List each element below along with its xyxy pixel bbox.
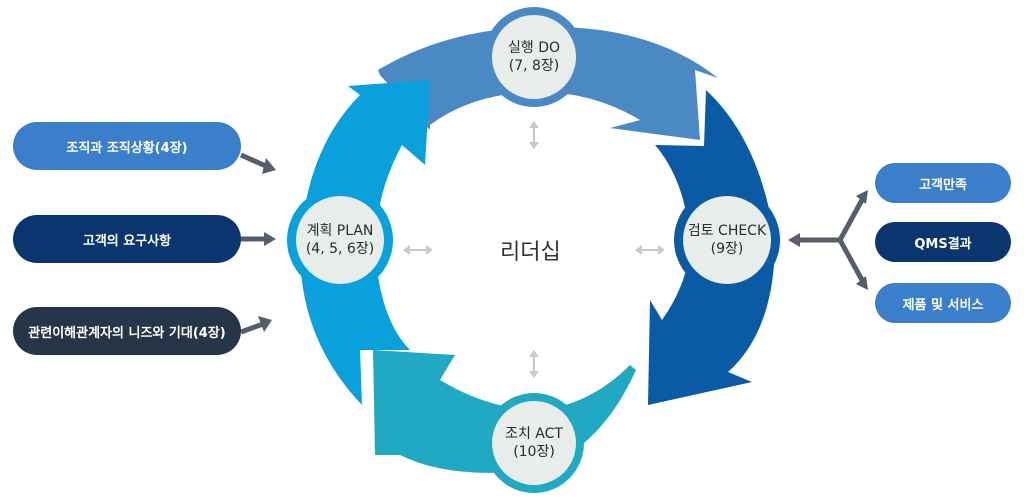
output-item-1: 고객만족 <box>875 163 1011 203</box>
center-label: 리더십 <box>500 240 561 265</box>
input-connector-2 <box>241 232 276 246</box>
input-item-2: 고객의 요구사항 <box>13 215 241 263</box>
node-check-title: 검토 CHECK <box>687 223 767 239</box>
node-do: 실행 DO (7, 8장) <box>492 15 576 99</box>
node-plan: 계획 PLAN (4, 5, 6장) <box>296 196 384 284</box>
input-connector-1 <box>239 152 276 174</box>
output-item-2: QMS결과 <box>875 222 1011 262</box>
node-do-chapters: (7, 8장) <box>508 58 560 74</box>
node-check-chapters: (9장) <box>710 241 744 257</box>
inner-arrow-bottom <box>529 350 539 378</box>
inner-arrow-right <box>635 245 665 255</box>
input-item-3: 관련이해관계자의 니즈와 기대(4장) <box>13 307 241 355</box>
node-act-title: 조치 ACT <box>505 426 563 442</box>
node-plan-title: 계획 PLAN <box>306 223 374 239</box>
output-connector <box>788 190 868 290</box>
node-act: 조치 ACT (10장) <box>492 401 576 485</box>
node-plan-chapters: (4, 5, 6장) <box>305 241 375 257</box>
node-check: 검토 CHECK (9장) <box>683 196 771 284</box>
input-connector-3 <box>240 316 272 335</box>
node-act-chapters: (10장) <box>513 444 555 460</box>
inner-arrow-left <box>403 245 433 255</box>
input-item-1: 조직과 조직상황(4장) <box>13 122 241 170</box>
output-item-3: 제품 및 서비스 <box>875 283 1011 323</box>
inner-arrow-top <box>529 121 539 149</box>
node-do-title: 실행 DO <box>507 40 560 56</box>
